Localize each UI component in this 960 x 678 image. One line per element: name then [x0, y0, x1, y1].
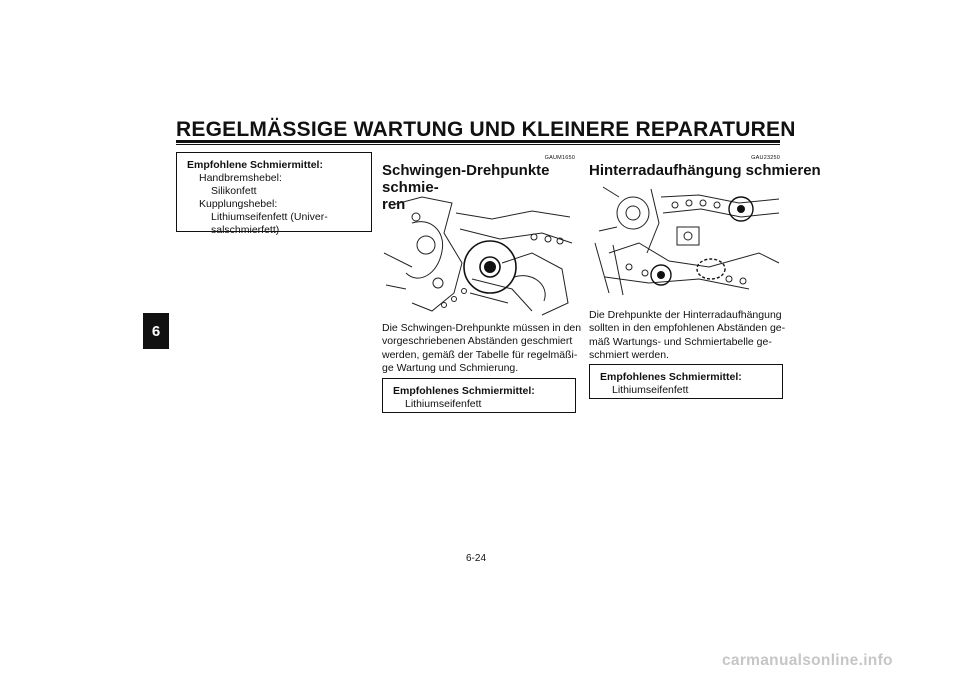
- watermark: carmanualsonline.info: [722, 652, 893, 669]
- suspension-lubricant-box: Empfohlenes Schmiermittel: Lithiumseifen…: [589, 364, 783, 399]
- suspension-ref-code: GAU23250: [751, 155, 780, 161]
- swingarm-box-value: Lithiumseifenfett: [405, 398, 482, 410]
- suspension-body-line: sollten in den empfohlenen Abständen ge-: [589, 322, 786, 335]
- suspension-box-value: Lithiumseifenfett: [612, 384, 689, 396]
- swingarm-body: Die Schwingen-Drehpunkte müssen in den v…: [382, 322, 582, 376]
- left-box-line: Kupplungshebel:: [199, 198, 278, 210]
- page-title: REGELMÄSSIGE WARTUNG UND KLEINERE REPARA…: [176, 118, 796, 141]
- swingarm-body-line: Die Schwingen-Drehpunkte müssen in den: [382, 322, 582, 334]
- header-rule: [176, 140, 780, 145]
- swingarm-lubricant-box: Empfohlenes Schmiermittel: Lithiumseifen…: [382, 378, 576, 413]
- chapter-tab: 6: [143, 313, 169, 349]
- swingarm-body-line: vorgeschriebenen Abständen geschmiert: [382, 335, 573, 348]
- swingarm-pivot-illustration: [383, 196, 573, 316]
- page-number: 6-24: [466, 553, 487, 564]
- suspension-box-title: Empfohlenes Schmiermittel:: [600, 371, 742, 383]
- suspension-body-line: schmiert werden.: [589, 349, 669, 362]
- left-box-line: salschmierfett): [211, 224, 280, 236]
- suspension-illustration: [594, 186, 780, 296]
- swingarm-ref-code: GAUM1650: [544, 155, 575, 161]
- left-lubricant-box: Empfohlene Schmiermittel: Handbremshebel…: [176, 152, 372, 236]
- left-box-title: Empfohlene Schmiermittel:: [187, 159, 323, 171]
- swingarm-body-line: werden, gemäß der Tabelle für regelmäßi-: [382, 348, 578, 361]
- suspension-body-line: mäß Wartungs- und Schmiertabelle ge-: [589, 335, 772, 348]
- suspension-section-title: Hinterradaufhängung schmieren: [589, 162, 821, 179]
- swingarm-title-line: Schwingen-Drehpunkte schmie-: [382, 162, 550, 196]
- left-box-line: Silikonfett: [211, 185, 257, 197]
- left-box-line: Lithiumseifenfett (Univer-: [211, 211, 328, 223]
- swingarm-section-title: Schwingen-Drehpunkte schmie- ren: [382, 162, 582, 213]
- suspension-body-line: Die Drehpunkte der Hinterradaufhängung: [589, 309, 782, 321]
- swingarm-body-line: ge Wartung und Schmierung.: [382, 362, 519, 375]
- suspension-body: Die Drehpunkte der Hinterradaufhängung s…: [589, 309, 789, 363]
- swingarm-box-title: Empfohlenes Schmiermittel:: [393, 385, 535, 397]
- left-box-line: Handbremshebel:: [199, 172, 282, 184]
